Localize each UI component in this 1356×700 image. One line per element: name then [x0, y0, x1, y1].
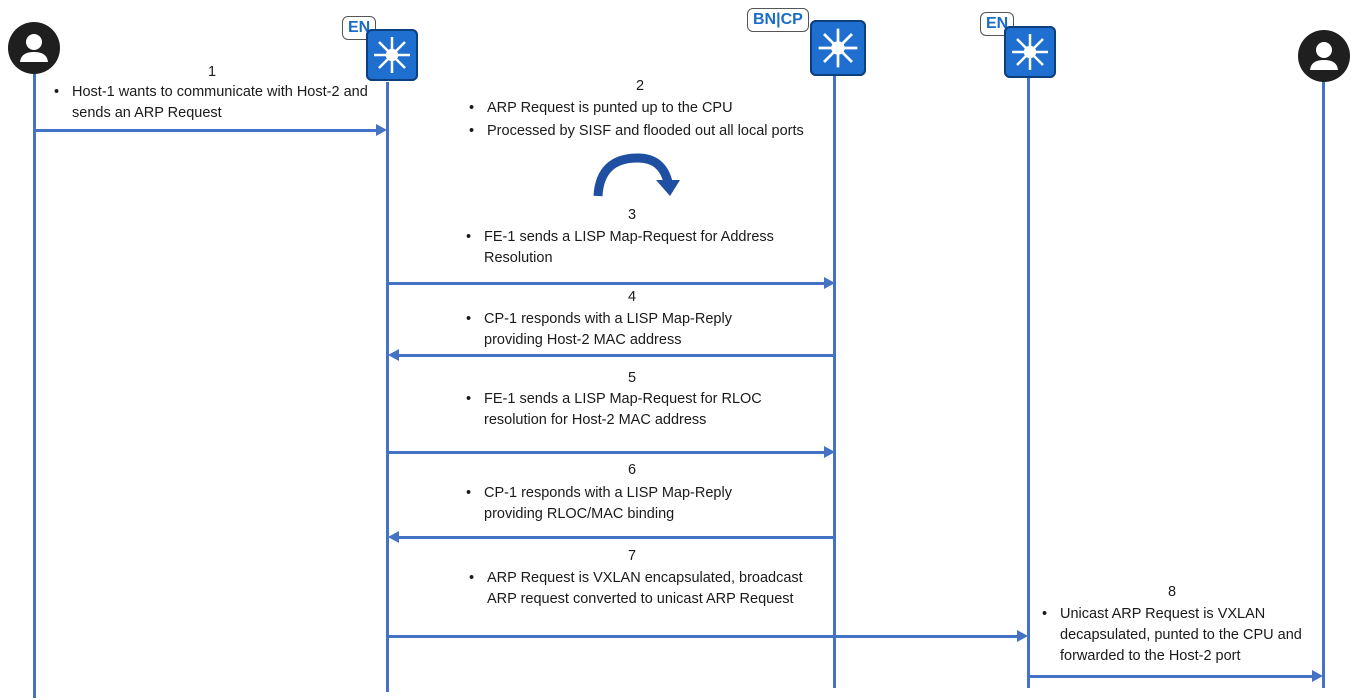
step-7-number: 7 [627, 548, 637, 564]
step-3-number: 3 [627, 207, 637, 223]
en-1-switch-icon [366, 29, 418, 81]
step-7-arrow [388, 635, 1018, 638]
step-6-text: CP-1 responds with a LISP Map-Reply prov… [466, 483, 774, 525]
step-4-number: 4 [627, 289, 637, 305]
step-1-arrowhead [376, 124, 387, 136]
step-2-text-a: ARP Request is punted up to the CPU [469, 98, 807, 119]
step-1-number: 1 [207, 64, 217, 80]
step-2-number: 2 [635, 78, 645, 94]
step-8-arrow [1029, 675, 1313, 678]
host-2-user-icon [1298, 30, 1350, 82]
step-8-arrowhead [1312, 670, 1323, 682]
en-1-lifeline [386, 82, 389, 692]
host-1-user-icon [8, 22, 60, 74]
en-1-badge: EN [342, 16, 377, 40]
step-6-number: 6 [627, 462, 637, 478]
step-1-text: Host-1 wants to communicate with Host-2 … [54, 82, 372, 124]
en-2-lifeline [1027, 78, 1030, 688]
bn-cp-switch-icon [810, 20, 866, 76]
step-3-text: FE-1 sends a LISP Map-Request for Addres… [466, 227, 804, 269]
step-6-arrow [398, 536, 835, 539]
step-1-arrow [34, 129, 377, 132]
curved-arrow-icon [593, 153, 680, 197]
step-2-text-b: Processed by SISF and flooded out all lo… [469, 121, 807, 142]
step-8-text: Unicast ARP Request is VXLAN decapsulate… [1042, 604, 1320, 667]
step-3-arrow [388, 282, 825, 285]
step-5-number: 5 [627, 370, 637, 386]
step-6-arrowhead [388, 531, 399, 543]
en-2-switch-icon [1004, 26, 1056, 78]
step-5-text: FE-1 sends a LISP Map-Request for RLOC r… [466, 389, 794, 431]
step-5-arrowhead [824, 446, 835, 458]
bn-cp-lifeline [833, 76, 836, 688]
step-8-number: 8 [1167, 584, 1177, 600]
bn-cp-badge: BN|CP [747, 8, 809, 32]
step-7-text: ARP Request is VXLAN encapsulated, broad… [469, 568, 817, 610]
step-4-arrowhead [388, 349, 399, 361]
step-5-arrow [388, 451, 825, 454]
host-1-lifeline [33, 70, 36, 698]
step-7-arrowhead [1017, 630, 1028, 642]
step-4-text: CP-1 responds with a LISP Map-Reply prov… [466, 309, 774, 351]
step-4-arrow [398, 354, 835, 357]
step-3-arrowhead [824, 277, 835, 289]
host-2-lifeline [1322, 80, 1325, 688]
